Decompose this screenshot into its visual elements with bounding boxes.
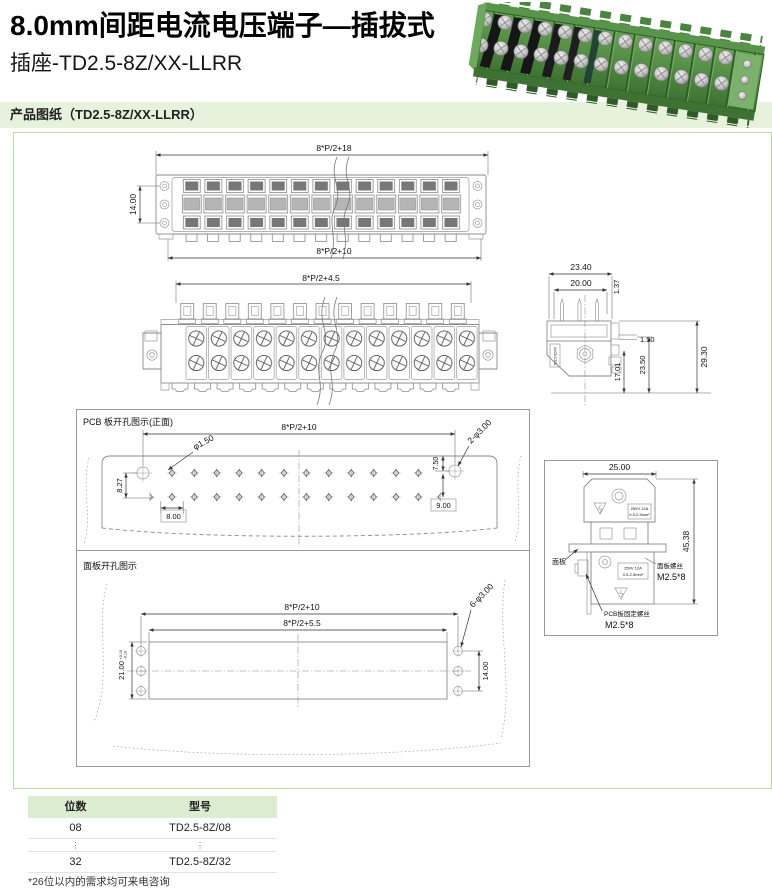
cell-model: ⋮ xyxy=(196,840,204,850)
terminal-grid xyxy=(181,179,462,230)
top-view-drawing: 8*P/2+18 14.00 8*P/2+10 xyxy=(128,143,489,261)
page-title: 8.0mm间距电流电压端子—插拔式 xyxy=(10,10,435,41)
dim-pin-offset: 1.37 xyxy=(612,280,621,295)
cell-model: TD2.5-8Z/08 xyxy=(169,822,231,834)
solder-pins xyxy=(560,297,599,322)
dim-pitch: 8.00 xyxy=(166,512,181,521)
dim-bottom-width: 8*P/2+10 xyxy=(316,246,351,256)
panel-screw-spec: M2.5*8 xyxy=(657,572,686,582)
dim-clamp: 1.50 xyxy=(640,335,655,344)
panel-mount-holes xyxy=(135,645,464,697)
svg-text:+0.10: +0.10 xyxy=(119,650,123,660)
dim-height: 45.38 xyxy=(681,531,691,553)
dim-top-width: 8*P/2+18 xyxy=(316,143,351,153)
cell-positions: 32 xyxy=(69,856,82,868)
terminal-block-render xyxy=(468,2,766,129)
warning-triangle-icon xyxy=(593,502,607,515)
dim-row-gap: 8.27 xyxy=(115,478,124,493)
dim-inner: 8*P/2+5.5 xyxy=(283,618,321,628)
dim-total-width: 23.40 xyxy=(570,262,592,272)
screw-grid xyxy=(185,326,479,380)
warning-triangle-icon xyxy=(614,587,628,600)
dim-hole-span: 8*P/2+10 xyxy=(281,422,316,432)
dim-row-height: 14.00 xyxy=(128,194,138,216)
table-header-row: 位数 型号 xyxy=(28,796,277,818)
panel-label: 面板 xyxy=(552,557,566,566)
pin-hole-row-top xyxy=(160,467,430,479)
dim-edge: 7.50 xyxy=(433,457,440,471)
mount-holes-callout: 2-φ3.00 xyxy=(465,417,493,445)
section-header-label: 产品图纸（TD2.5-8Z/XX-LLRR） xyxy=(10,107,203,122)
dim-pin-width: 20.00 xyxy=(570,278,592,288)
dim-top-width: 8*P/2+4.5 xyxy=(302,273,340,283)
pin-row xyxy=(176,303,470,324)
dim-hole-span: 14.00 xyxy=(481,662,490,681)
svg-text:-0.10: -0.10 xyxy=(124,651,128,660)
dim-depth: 23.50 xyxy=(638,356,647,375)
pin-hole-dia: φ1.50 xyxy=(191,432,215,451)
cell-model: TD2.5-8Z/32 xyxy=(169,856,231,868)
pcb-hole-drawing: PCB 板开孔图示(正面) 8*P/2+10 φ1.50 8.27 xyxy=(83,416,522,547)
table-row: 32 TD2.5-8Z/32 xyxy=(28,852,277,873)
side-view-drawing: 23.40 20.00 1.37 TD2.5-8Z/XX 1.50 17.01 xyxy=(546,262,711,405)
panel-screw-label: 面板螺丝 xyxy=(657,561,684,570)
dim-body-height: 17.01 xyxy=(613,363,622,382)
wire-marking: 0.5-2.5mm² xyxy=(629,512,650,517)
cell-positions: 08 xyxy=(69,822,82,834)
table-row: 08 TD2.5-8Z/08 xyxy=(28,818,277,839)
dim-offset: 9.00 xyxy=(436,501,451,510)
svg-text:21.00: 21.00 xyxy=(117,661,126,680)
mount-holes-callout: 6-φ3.00 xyxy=(467,581,495,609)
pcb-screw-label: PCB板固定螺丝 xyxy=(604,609,650,618)
panel-view-title: 面板开孔图示 xyxy=(83,560,137,571)
dim-width: 25.00 xyxy=(609,462,631,472)
front-view-drawing: 8*P/2+4.5 xyxy=(142,273,498,405)
table-row-ellipsis: ⋮ ⋮ xyxy=(28,839,277,852)
pcb-view-title: PCB 板开孔图示(正面) xyxy=(83,416,173,427)
mounting-ears xyxy=(142,330,498,370)
dim-cutout-height: 21.00 +0.10 -0.10 xyxy=(117,650,128,680)
cutout-section-box: PCB 板开孔图示(正面) 8*P/2+10 φ1.50 8.27 xyxy=(76,409,530,767)
panel-plate xyxy=(568,543,667,553)
model-table: 位数 型号 08 TD2.5-8Z/08 ⋮ ⋮ 32 TD2.5-8Z/32 xyxy=(28,796,277,873)
dim-total-height: 29.30 xyxy=(699,346,709,368)
pcb-screw-spec: M2.5*8 xyxy=(605,620,634,630)
rating-marking: 250V 12A xyxy=(631,506,649,511)
product-photo xyxy=(468,2,766,129)
col-header-positions: 位数 xyxy=(64,801,87,813)
body-marking-label: TD2.5-8Z/XX xyxy=(554,346,558,365)
col-header-model: 型号 xyxy=(189,801,211,813)
wire-marking: 0.5-2.5mm² xyxy=(623,572,644,577)
rating-marking: 250V 12A xyxy=(624,566,642,571)
panel-cutout-drawing: 面板开孔图示 8*P/2+10 8*P/2+5.5 xyxy=(77,550,529,756)
page-subtitle: 插座-TD2.5-8Z/XX-LLRR xyxy=(10,52,243,75)
pin-hole-row-bottom xyxy=(149,492,441,504)
footnote: *26位以内的需求均可来电咨询 xyxy=(28,876,170,888)
dim-outer: 8*P/2+10 xyxy=(284,602,319,612)
drawing-canvas: 8*P/2+18 14.00 8*P/2+10 8*P/2+4.5 xyxy=(13,132,772,789)
cell-positions: ⋮ xyxy=(71,840,80,850)
mount-detail-drawing: 25.00 250V 12A 0.5-2.5mm² 250V 12A 0.5-2… xyxy=(544,460,718,636)
